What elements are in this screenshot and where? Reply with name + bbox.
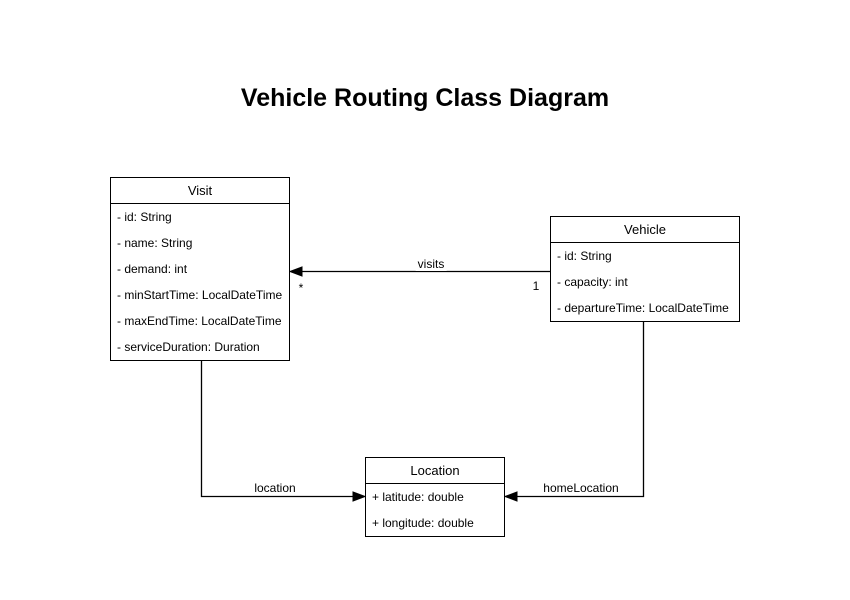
homelocation-edge-line bbox=[517, 322, 645, 498]
multiplicity-visits-source: 1 bbox=[532, 279, 540, 293]
attribute: - departureTime: LocalDateTime bbox=[557, 301, 729, 315]
location-edge-line bbox=[200, 361, 353, 498]
visits-arrowhead bbox=[288, 266, 303, 277]
diagram-title: Vehicle Routing Class Diagram bbox=[240, 84, 610, 112]
class-visit-name: Visit bbox=[111, 178, 289, 204]
edge-location bbox=[200, 361, 367, 502]
edge-homelocation bbox=[503, 322, 645, 502]
location-arrowhead bbox=[352, 491, 367, 502]
attribute: - id: String bbox=[557, 249, 612, 263]
class-location: Location + latitude: double + longitude:… bbox=[365, 457, 505, 537]
attribute: + latitude: double bbox=[372, 490, 464, 504]
class-visit-attributes: - id: String - name: String - demand: in… bbox=[111, 204, 289, 360]
edge-visits bbox=[288, 266, 550, 277]
class-vehicle-attributes: - id: String - capacity: int - departure… bbox=[551, 243, 739, 321]
multiplicity-visits-target: * bbox=[298, 281, 304, 295]
edge-label-visits: visits bbox=[415, 257, 447, 271]
attribute: + longitude: double bbox=[372, 516, 474, 530]
attribute: - capacity: int bbox=[557, 275, 628, 289]
attribute: - name: String bbox=[117, 236, 193, 250]
class-vehicle: Vehicle - id: String - capacity: int - d… bbox=[550, 216, 740, 322]
class-location-name: Location bbox=[366, 458, 504, 484]
homelocation-arrowhead bbox=[503, 491, 518, 502]
class-visit: Visit - id: String - name: String - dema… bbox=[110, 177, 290, 361]
class-location-attributes: + latitude: double + longitude: double bbox=[366, 484, 504, 536]
attribute: - demand: int bbox=[117, 262, 188, 276]
attribute: - serviceDuration: Duration bbox=[117, 340, 260, 354]
edge-label-location: location bbox=[252, 481, 298, 495]
edge-label-homelocation: homeLocation bbox=[541, 481, 621, 495]
attribute: - id: String bbox=[117, 210, 172, 224]
class-vehicle-name: Vehicle bbox=[551, 217, 739, 243]
attribute: - minStartTime: LocalDateTime bbox=[117, 288, 283, 302]
attribute: - maxEndTime: LocalDateTime bbox=[117, 314, 282, 328]
